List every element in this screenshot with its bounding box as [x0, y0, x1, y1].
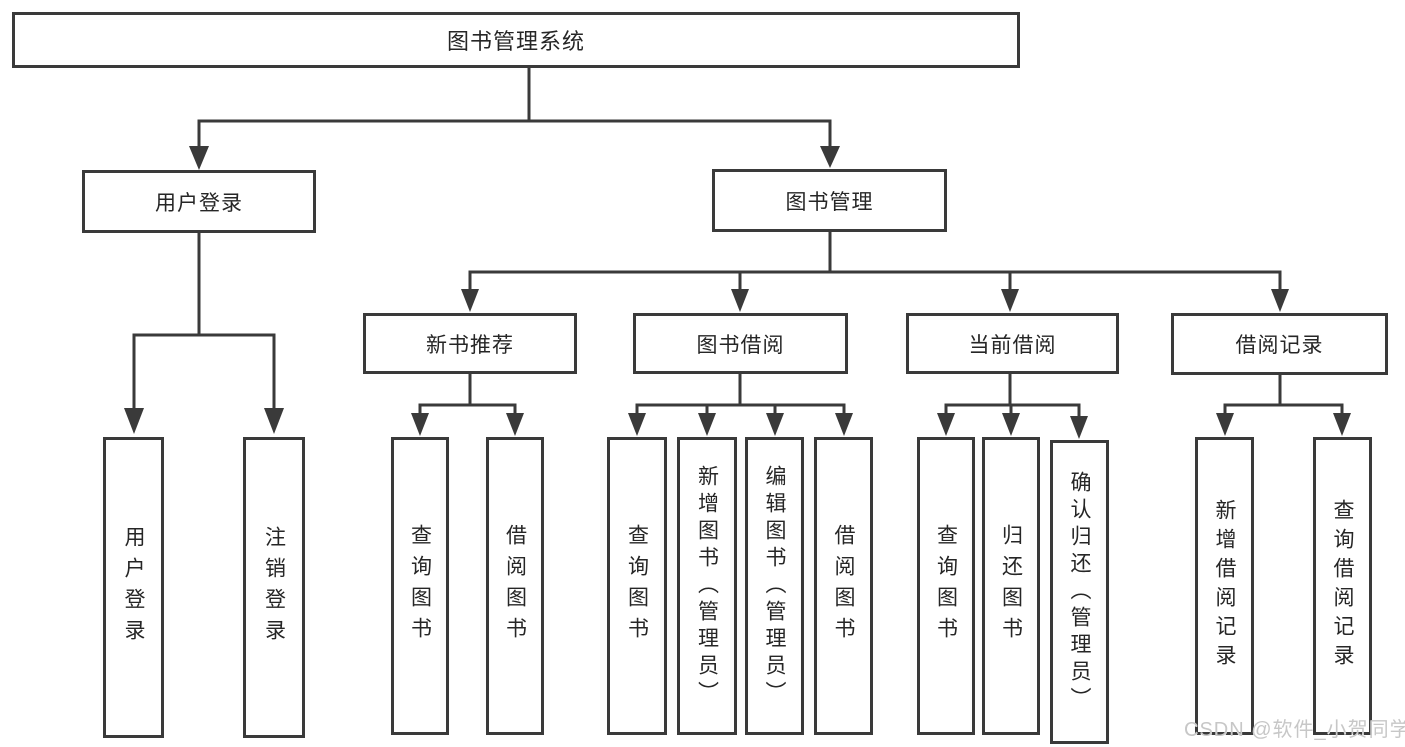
arrowhead — [124, 408, 144, 434]
csdn-watermark: CSDN @软件_小贺同学 — [1184, 719, 1405, 741]
node-new-book-recommend-label: 新书推荐 — [426, 333, 514, 357]
leaf-logout: 注销登录 — [243, 437, 305, 738]
arrowhead — [628, 413, 646, 436]
arrowhead — [766, 413, 784, 436]
leaf-query-books-recommend-label: 查询图书 — [408, 524, 432, 648]
node-borrow-records-label: 借阅记录 — [1235, 334, 1324, 357]
node-book-management-label: 图书管理 — [785, 190, 874, 214]
arrowhead — [506, 413, 524, 436]
leaf-query-books-borrow-label: 查询图书 — [625, 524, 649, 648]
arrowhead — [1271, 289, 1289, 312]
leaf-borrow-books-label: 借阅图书 — [832, 524, 855, 648]
connector-segments — [132, 66, 1344, 419]
leaf-borrow-books-recommend-label: 借阅图书 — [503, 524, 527, 648]
arrowhead — [937, 413, 955, 436]
leaf-confirm-return-admin-label: 确认归还（管理员） — [1068, 470, 1091, 714]
leaf-edit-books-admin-label: 编辑图书（管理员） — [763, 464, 786, 708]
leaf-add-borrow-record-label: 新增借阅记录 — [1213, 499, 1236, 673]
leaf-add-books-admin: 新增图书（管理员） — [677, 437, 737, 735]
arrowhead — [731, 289, 749, 312]
arrowhead — [264, 408, 284, 434]
leaf-add-borrow-record: 新增借阅记录 — [1195, 437, 1254, 735]
leaf-add-books-admin-label: 新增图书（管理员） — [695, 464, 719, 708]
arrowhead — [698, 413, 716, 436]
leaf-return-books: 归还图书 — [982, 437, 1040, 735]
node-root-label: 图书管理系统 — [446, 29, 585, 54]
leaf-borrow-books-recommend: 借阅图书 — [486, 437, 544, 735]
arrowhead — [820, 146, 840, 168]
node-root: 图书管理系统 — [12, 12, 1020, 68]
leaf-borrow-books: 借阅图书 — [814, 437, 873, 735]
arrowhead — [1001, 289, 1019, 312]
arrowheads — [124, 146, 1351, 439]
leaf-user-login-label: 用户登录 — [122, 525, 145, 650]
leaf-query-borrow-record-label: 查询借阅记录 — [1331, 499, 1354, 673]
arrowhead — [1070, 416, 1088, 439]
node-user-login: 用户登录 — [82, 170, 316, 233]
arrowhead — [411, 413, 429, 436]
leaf-query-books-current: 查询图书 — [917, 437, 975, 735]
leaf-query-borrow-record: 查询借阅记录 — [1313, 437, 1372, 735]
node-user-login-label: 用户登录 — [155, 191, 243, 215]
leaf-logout-label: 注销登录 — [262, 525, 286, 650]
node-current-borrow-label: 当前借阅 — [968, 333, 1057, 357]
arrowhead — [189, 146, 209, 170]
node-borrow-records: 借阅记录 — [1171, 313, 1388, 375]
arrowhead — [835, 413, 853, 436]
leaf-confirm-return-admin: 确认归还（管理员） — [1050, 440, 1109, 744]
arrowhead — [1333, 413, 1351, 436]
node-book-borrow: 图书借阅 — [633, 313, 848, 374]
leaf-return-books-label: 归还图书 — [999, 524, 1023, 648]
node-current-borrow: 当前借阅 — [906, 313, 1119, 374]
node-new-book-recommend: 新书推荐 — [363, 313, 577, 374]
arrowhead — [1002, 413, 1020, 436]
leaf-query-books-current-label: 查询图书 — [934, 524, 958, 648]
leaf-user-login: 用户登录 — [103, 437, 164, 738]
node-book-borrow-label: 图书借阅 — [696, 333, 785, 357]
leaf-query-books-borrow: 查询图书 — [607, 437, 667, 735]
arrowhead — [461, 289, 479, 312]
node-book-management: 图书管理 — [712, 169, 947, 232]
arrowhead — [1216, 413, 1234, 436]
leaf-query-books-recommend: 查询图书 — [391, 437, 449, 735]
leaf-edit-books-admin: 编辑图书（管理员） — [745, 437, 804, 735]
